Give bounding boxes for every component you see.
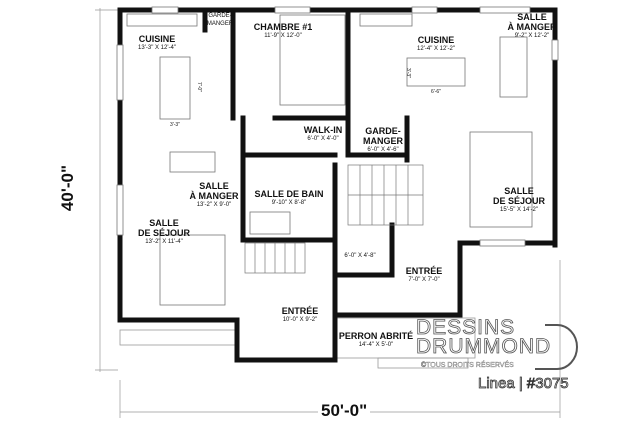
room-garde-manger-left: GARDE- MANGER <box>206 13 234 27</box>
brand-logo: DESSINS DRUMMOND <box>416 316 552 358</box>
island-left-width: 3'-3" <box>170 122 180 128</box>
overall-width: 50'-0" <box>318 401 371 421</box>
sofa-right <box>469 131 533 228</box>
model-name: Linea | #3075 <box>478 375 569 393</box>
bathtub <box>249 211 291 235</box>
dining-table-right <box>499 36 528 98</box>
windows <box>116 6 559 247</box>
kitchen-counter-left <box>126 13 198 27</box>
copyright: ©TOUS DROITS RÉSERVÉS <box>421 362 514 369</box>
stairs <box>244 164 424 274</box>
sofa-left <box>159 234 226 306</box>
island-right-length: 6'-6" <box>431 89 441 95</box>
island-right-width: 3'-3" <box>404 68 411 78</box>
logo-mark <box>535 324 578 370</box>
overall-depth: 40'-0" <box>58 164 78 212</box>
room-powder: 6'-0" X 4'-8" <box>344 253 376 259</box>
kitchen-island-right <box>406 57 466 87</box>
kitchen-counter-right <box>359 13 413 27</box>
kitchen-island-left <box>159 56 191 120</box>
bed <box>279 14 346 106</box>
island-left-length: 7'-0" <box>195 82 202 92</box>
furniture <box>126 13 533 306</box>
dining-table-left <box>169 151 216 173</box>
